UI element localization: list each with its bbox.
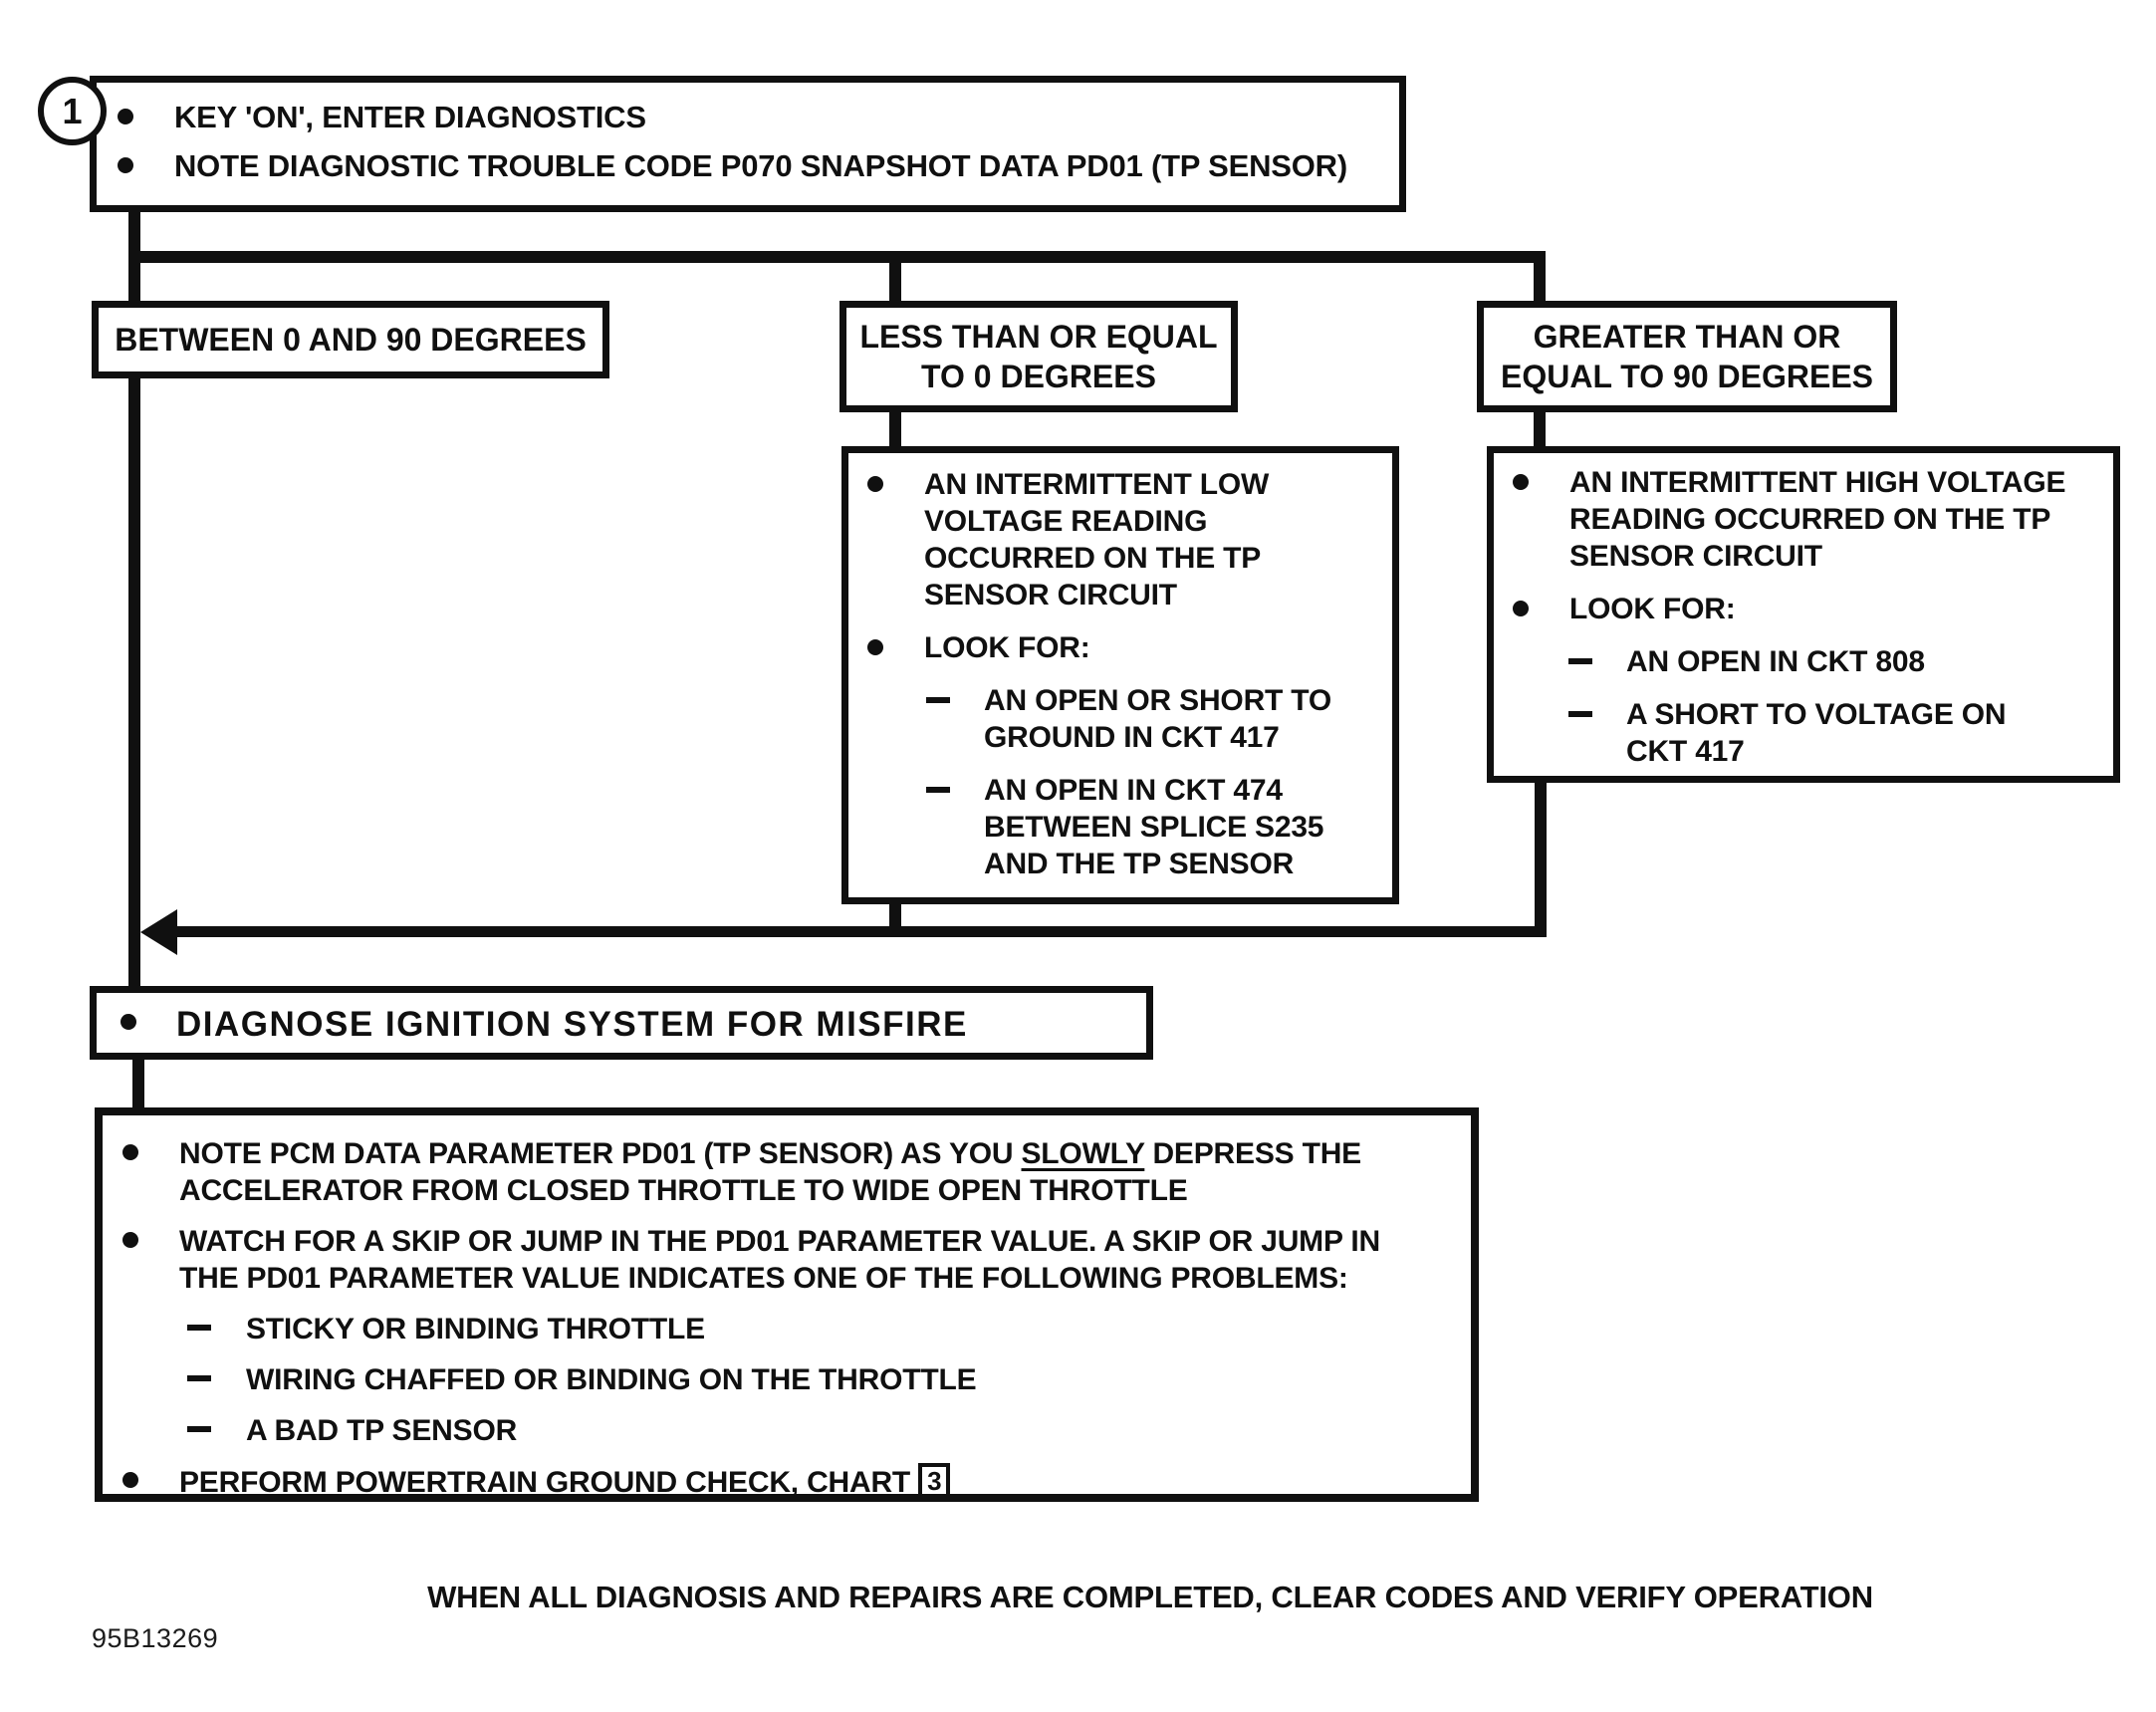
middle-detail-dash-1: AN OPEN OR SHORT TO GROUND IN CKT 417 bbox=[984, 684, 1332, 754]
dash-icon bbox=[1568, 658, 1592, 664]
figure-id: 95B13269 bbox=[92, 1623, 219, 1653]
connector-merge-line bbox=[171, 926, 1547, 937]
right-detail-dash-2: A SHORT TO VOLTAGE ON CKT 417 bbox=[1626, 698, 2007, 768]
start-bullet-1: KEY 'ON', ENTER DIAGNOSTICS bbox=[174, 100, 646, 134]
branch-left-label: BETWEEN 0 AND 90 DEGREES bbox=[115, 321, 587, 358]
list-item: LOOK FOR: bbox=[867, 629, 1380, 666]
start-box: KEY 'ON', ENTER DIAGNOSTICS NOTE DIAGNOS… bbox=[90, 76, 1406, 212]
step-number-badge: 1 bbox=[38, 77, 107, 145]
connector-right-branch-lower bbox=[1534, 406, 1546, 452]
right-detail-box: AN INTERMITTENT HIGH VOLTAGE READING OCC… bbox=[1487, 446, 2120, 783]
connector-middle-branch-upper bbox=[889, 257, 901, 309]
connector-branch-distributor bbox=[128, 251, 1546, 263]
list-item: NOTE PCM DATA PARAMETER PD01 (TP SENSOR)… bbox=[122, 1135, 1457, 1209]
chart-reference-badge: 3 bbox=[918, 1463, 951, 1500]
final-dash-2: WIRING CHAFFED OR BINDING ON THE THROTTL… bbox=[246, 1363, 977, 1396]
final-instruction-box: NOTE PCM DATA PARAMETER PD01 (TP SENSOR)… bbox=[95, 1107, 1479, 1502]
bullet-icon bbox=[867, 476, 883, 492]
list-item: DIAGNOSE IGNITION SYSTEM FOR MISFIRE bbox=[120, 1006, 1136, 1044]
connector-right-branch-upper bbox=[1534, 257, 1546, 309]
dash-icon bbox=[926, 697, 950, 703]
middle-detail-intermittent: AN INTERMITTENT LOW VOLTAGE READING OCCU… bbox=[924, 468, 1270, 611]
list-item: AN INTERMITTENT LOW VOLTAGE READING OCCU… bbox=[867, 466, 1380, 613]
list-item: A BAD TP SENSOR bbox=[187, 1412, 1457, 1449]
bullet-icon bbox=[1513, 474, 1529, 490]
diagnose-box: DIAGNOSE IGNITION SYSTEM FOR MISFIRE bbox=[90, 986, 1153, 1060]
completion-note: WHEN ALL DIAGNOSIS AND REPAIRS ARE COMPL… bbox=[427, 1580, 1873, 1614]
list-item: AN OPEN OR SHORT TO GROUND IN CKT 417 bbox=[926, 682, 1380, 756]
final-watch-bullet: WATCH FOR A SKIP OR JUMP IN THE PD01 PAR… bbox=[179, 1225, 1380, 1295]
bullet-icon bbox=[1513, 601, 1529, 616]
bullet-icon bbox=[118, 157, 133, 173]
connector-start-stem bbox=[128, 209, 140, 257]
bullet-icon bbox=[122, 1232, 138, 1248]
bullet-icon bbox=[122, 1472, 138, 1488]
list-item: KEY 'ON', ENTER DIAGNOSTICS bbox=[118, 100, 1384, 135]
connector-left-branch bbox=[128, 257, 140, 988]
bullet-icon bbox=[867, 639, 883, 655]
branch-right-label-box: GREATER THAN OR EQUAL TO 90 DEGREES bbox=[1477, 301, 1897, 412]
middle-detail-dash-2: AN OPEN IN CKT 474 BETWEEN SPLICE S235 A… bbox=[984, 774, 1324, 880]
list-item: STICKY OR BINDING THROTTLE bbox=[187, 1311, 1457, 1347]
list-item: WIRING CHAFFED OR BINDING ON THE THROTTL… bbox=[187, 1361, 1457, 1398]
right-detail-look-for: LOOK FOR: bbox=[1569, 593, 1736, 625]
list-item: AN OPEN IN CKT 474 BETWEEN SPLICE S235 A… bbox=[926, 772, 1380, 882]
branch-middle-label: LESS THAN OR EQUAL TO 0 DEGREES bbox=[859, 319, 1218, 394]
dash-icon bbox=[187, 1426, 211, 1432]
right-detail-intermittent: AN INTERMITTENT HIGH VOLTAGE READING OCC… bbox=[1569, 466, 2066, 573]
dash-icon bbox=[926, 787, 950, 793]
bullet-icon bbox=[120, 1014, 136, 1030]
connector-middle-branch-lower bbox=[889, 406, 901, 452]
bullet-icon bbox=[122, 1144, 138, 1160]
list-item: A SHORT TO VOLTAGE ON CKT 417 bbox=[1568, 696, 2101, 770]
dash-icon bbox=[187, 1375, 211, 1381]
final-dash-1: STICKY OR BINDING THROTTLE bbox=[246, 1313, 705, 1345]
bullet-icon bbox=[118, 109, 133, 124]
connector-right-detail-drop bbox=[1535, 777, 1547, 936]
final-perform-text: PERFORM POWERTRAIN GROUND CHECK, CHART bbox=[179, 1466, 911, 1499]
final-note-emphasis: SLOWLY bbox=[1021, 1137, 1145, 1170]
branch-left-label-box: BETWEEN 0 AND 90 DEGREES bbox=[92, 301, 609, 378]
final-note-bullet: NOTE PCM DATA PARAMETER PD01 (TP SENSOR)… bbox=[179, 1135, 1361, 1209]
middle-detail-look-for: LOOK FOR: bbox=[924, 631, 1090, 664]
final-note-post: DEPRESS THE ACCELERATOR FROM CLOSED THRO… bbox=[179, 1137, 1361, 1207]
list-item: LOOK FOR: bbox=[1513, 591, 2101, 627]
middle-detail-box: AN INTERMITTENT LOW VOLTAGE READING OCCU… bbox=[841, 446, 1399, 904]
final-note-pre: NOTE PCM DATA PARAMETER PD01 (TP SENSOR)… bbox=[179, 1137, 1022, 1170]
right-detail-dash-1: AN OPEN IN CKT 808 bbox=[1626, 645, 1925, 678]
step-number: 1 bbox=[62, 90, 83, 131]
dash-icon bbox=[187, 1325, 211, 1331]
list-item: AN OPEN IN CKT 808 bbox=[1568, 643, 2101, 680]
connector-diagnose-to-final bbox=[132, 1056, 144, 1109]
merge-arrowhead-icon bbox=[140, 909, 177, 955]
start-bullet-2: NOTE DIAGNOSTIC TROUBLE CODE P070 SNAPSH… bbox=[174, 148, 1347, 183]
connector-middle-detail-drop bbox=[889, 894, 901, 936]
dash-icon bbox=[1568, 711, 1592, 717]
final-dash-3: A BAD TP SENSOR bbox=[246, 1414, 518, 1447]
list-item: AN INTERMITTENT HIGH VOLTAGE READING OCC… bbox=[1513, 464, 2101, 575]
list-item: NOTE DIAGNOSTIC TROUBLE CODE P070 SNAPSH… bbox=[118, 148, 1384, 184]
branch-middle-label-box: LESS THAN OR EQUAL TO 0 DEGREES bbox=[839, 301, 1238, 412]
diagnose-bullet: DIAGNOSE IGNITION SYSTEM FOR MISFIRE bbox=[176, 1005, 968, 1044]
branch-right-label: GREATER THAN OR EQUAL TO 90 DEGREES bbox=[1500, 319, 1874, 394]
list-item: WATCH FOR A SKIP OR JUMP IN THE PD01 PAR… bbox=[122, 1223, 1457, 1297]
